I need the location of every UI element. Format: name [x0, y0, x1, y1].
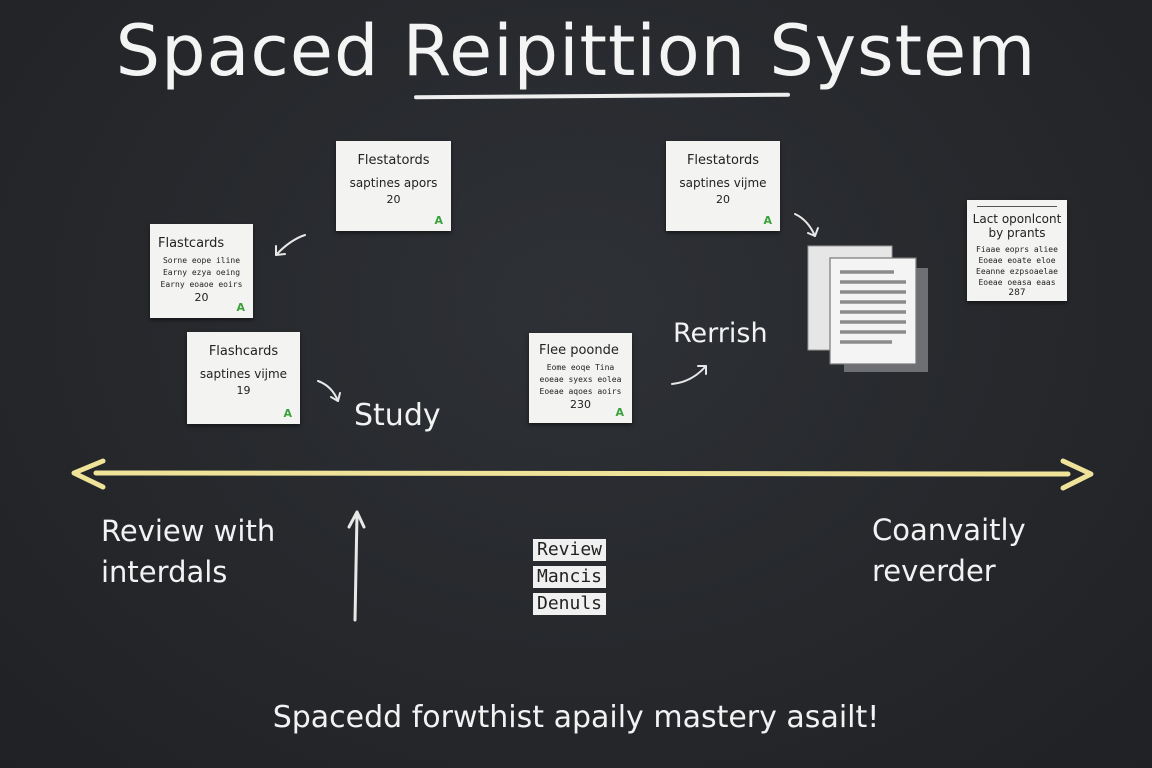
- card-heading: Flashcards: [208, 344, 279, 359]
- card-number: 20: [716, 193, 730, 206]
- card-heading: Flestatords: [686, 153, 760, 168]
- card-mark: A: [283, 407, 292, 420]
- card-line: Sorne eope iline: [162, 256, 241, 265]
- card-line: Fiaae eoprs aliee: [976, 245, 1058, 254]
- stack-lines: [840, 270, 906, 344]
- flashcard-top-right: Flestatords saptines vijme 20 A: [666, 141, 780, 231]
- interdals-label: interdals: [101, 555, 228, 589]
- flashcard-mid-left: Flastcards Sorne eope iline Earny ezya o…: [150, 224, 253, 318]
- card-mark: A: [763, 214, 772, 227]
- curved-arrow-icon: [794, 213, 819, 237]
- rerrish-label: Rerrish: [673, 318, 768, 349]
- up-arrow-icon: [347, 510, 366, 622]
- card-mark: A: [236, 301, 245, 314]
- flashcard-low-left: Flashcards saptines vijme 19 A: [187, 332, 300, 424]
- card-heading: Lact oponlcont: [972, 212, 1062, 226]
- reverder-label: reverder: [872, 554, 996, 588]
- card-line: Eome eoqe Tina: [546, 363, 615, 372]
- review-with-label: Review with: [101, 514, 276, 548]
- card-line: Eeanne ezpsoaelae: [976, 267, 1058, 276]
- denuls-tag: Denuls: [533, 593, 607, 615]
- coanvaitly-label: Coanvaitly: [872, 513, 1026, 547]
- card-subtitle: saptines vijme: [679, 176, 767, 190]
- card-subtitle: saptines apors: [349, 176, 438, 190]
- mancis-tag: Mancis: [533, 566, 607, 588]
- card-heading: Flee poonde: [539, 343, 619, 358]
- document-stack-icon: [807, 245, 928, 372]
- card-line: eoeae syexs eolea: [539, 375, 622, 384]
- page-title: Spaced Reipittion System: [115, 10, 1037, 92]
- card-line: Eoeae oeasa eaas: [978, 278, 1056, 287]
- curved-arrow-icon: [671, 365, 707, 385]
- curved-arrow-icon: [317, 380, 341, 402]
- card-lines: Fiaae eoprs aliee Eoeae eoate eloe Eeann…: [967, 244, 1067, 288]
- card-number: 20: [386, 193, 401, 206]
- review-tag: Review: [533, 539, 607, 561]
- card-number: 20: [194, 291, 209, 304]
- flashcard-center: Flee poonde Eome eoqe Tina eoeae syexs e…: [529, 333, 632, 423]
- card-subheading: by prants: [988, 226, 1046, 240]
- bottom-statement: Spacedd forwthist apaily mastery asailt!: [272, 700, 880, 735]
- card-line: Earny eoaoe eoirs: [160, 280, 243, 289]
- card-heading: Flastcards: [158, 236, 225, 251]
- card-number: 230: [570, 398, 591, 411]
- card-line: Earny ezya oeing: [162, 268, 241, 277]
- card-mark: A: [615, 406, 624, 419]
- timeline-arrow: [71, 458, 1094, 491]
- flashcard-far-right: Lact oponlcont by prants Fiaae eoprs ali…: [967, 200, 1067, 301]
- card-line: Eoeae eoate eloe: [978, 256, 1056, 265]
- card-mark: A: [434, 214, 443, 227]
- card-rule: [977, 206, 1057, 207]
- curved-arrow-icon: [275, 234, 306, 256]
- card-lines: Eome eoqe Tina eoeae syexs eolea Eoeae a…: [529, 362, 632, 398]
- flashcard-top-left: Flestatords saptines apors 20 A: [336, 141, 451, 231]
- card-heading: Flestatords: [357, 153, 430, 168]
- card-number: 19: [236, 384, 251, 397]
- card-number: 287: [1008, 288, 1026, 298]
- card-subtitle: saptines vijme: [199, 367, 288, 381]
- study-label: Study: [354, 398, 441, 433]
- card-line: Eoeae aqoes aoirs: [539, 387, 622, 396]
- card-lines: Sorne eope iline Earny ezya oeing Earny …: [150, 255, 253, 291]
